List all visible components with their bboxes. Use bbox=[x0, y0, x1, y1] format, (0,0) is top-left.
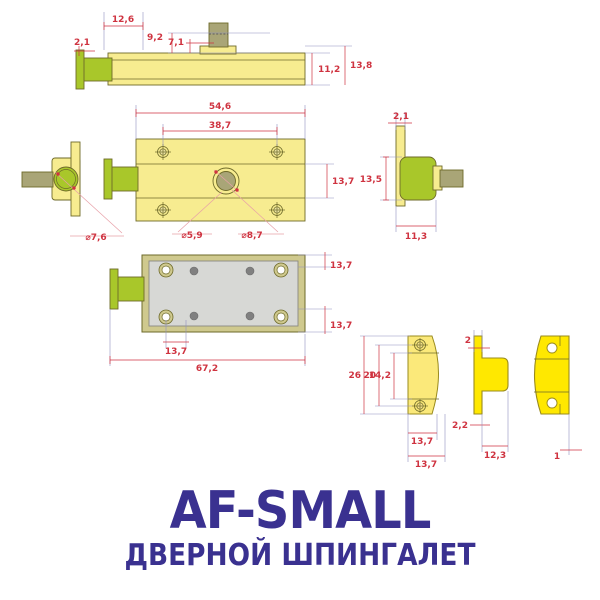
screw-hole-group bbox=[155, 144, 285, 218]
dim-13-7-strike-b: 13,7 bbox=[415, 460, 437, 470]
dim-1: 1 bbox=[554, 452, 560, 462]
dim-14-2: 14,2 bbox=[369, 371, 391, 381]
dim-67-2: 67,2 bbox=[196, 364, 218, 374]
dim-2-2: 2,2 bbox=[452, 421, 468, 431]
view-strike-plate-front: 26 20 14,2 13,7 13,7 bbox=[348, 335, 446, 470]
dim-dia-7-6: ⌀7,6 bbox=[85, 233, 106, 243]
dim-12-3: 12,3 bbox=[484, 451, 506, 461]
view-left-end: ⌀7,6 bbox=[21, 141, 124, 243]
dim-9-2: 9,2 bbox=[147, 33, 163, 43]
dim-26: 26 bbox=[348, 371, 361, 381]
view-top-side-elevation: 12,6 2,1 9,2 7,1 11,2 13,8 bbox=[74, 12, 372, 90]
dim-13-7-strike-a: 13,7 bbox=[411, 437, 433, 447]
dim-13-7-cover-pitch: 13,7 bbox=[165, 347, 187, 357]
dim-11-3: 11,3 bbox=[405, 232, 427, 242]
dim-54-6: 54,6 bbox=[209, 102, 231, 112]
dim-13-5: 13,5 bbox=[360, 175, 382, 185]
dim-2-1-right: 2,1 bbox=[393, 112, 409, 122]
dim-dia-8-7: ⌀8,7 bbox=[241, 231, 262, 241]
view-rear-cover-plate: 13,7 13,7 13,7 67,2 bbox=[109, 252, 352, 374]
view-strike-plate-opposite: 1 bbox=[534, 335, 582, 462]
title-block: AF-SMALL ДВЕРНОЙ ШПИНГАЛЕТ bbox=[0, 485, 600, 572]
dim-13-7-front: 13,7 bbox=[332, 177, 354, 187]
dim-7-1: 7,1 bbox=[168, 38, 184, 48]
dim-12-6: 12,6 bbox=[112, 15, 134, 25]
view-front-faceplate: 54,6 38,7 13,7 ⌀5,9 ⌀8,7 bbox=[103, 102, 354, 241]
dim-11-2: 11,2 bbox=[318, 65, 340, 75]
dim-13-7-cover-top: 13,7 bbox=[330, 261, 352, 271]
dim-2-1-top: 2,1 bbox=[74, 38, 90, 48]
dim-13-8: 13,8 bbox=[350, 61, 372, 71]
dim-20: 20 bbox=[363, 371, 376, 381]
product-name: AF-SMALL bbox=[169, 481, 432, 541]
dim-dia-5-9: ⌀5,9 bbox=[181, 231, 202, 241]
dim-2: 2 bbox=[465, 336, 471, 346]
view-strike-plate-side: 2 2,2 12,3 bbox=[452, 330, 509, 461]
product-type: ДВЕРНОЙ ШПИНГАЛЕТ bbox=[124, 538, 476, 573]
dim-38-7: 38,7 bbox=[209, 121, 231, 131]
dim-13-7-cover-bottom: 13,7 bbox=[330, 321, 352, 331]
cover-boss-group bbox=[158, 262, 289, 325]
view-right-end-section: 2,1 13,5 11,3 bbox=[360, 112, 464, 242]
